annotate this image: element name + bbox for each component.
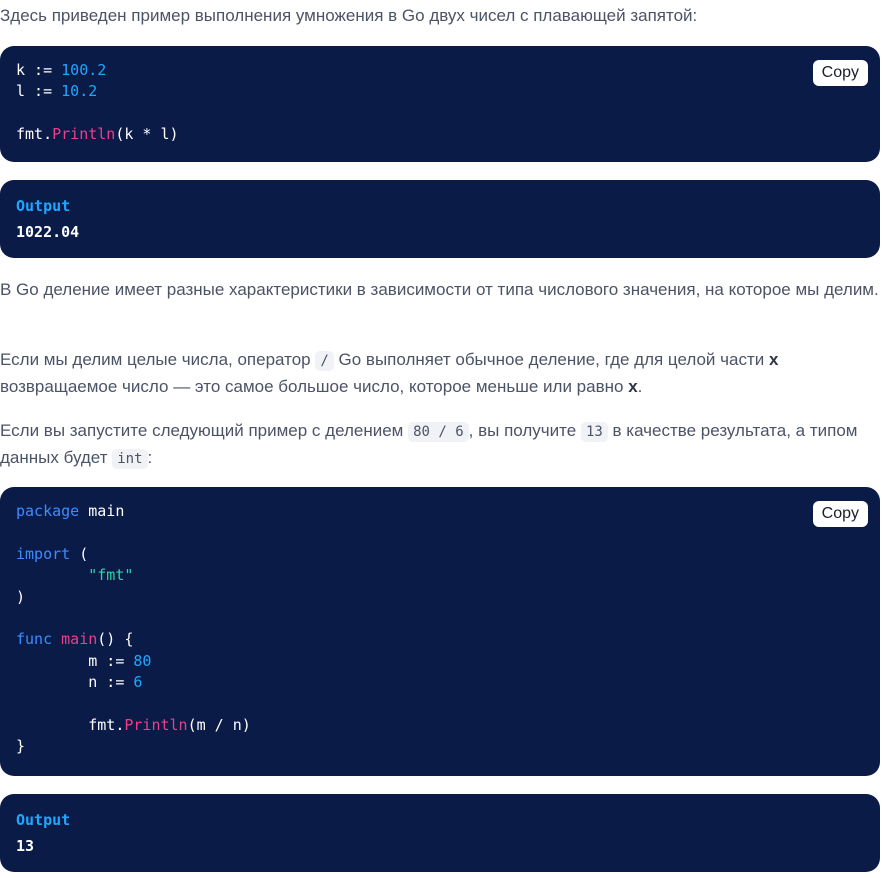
number-literal: 10.2 (61, 82, 98, 101)
call-args: (m / n) (187, 716, 251, 735)
code-block-division: package main import ( "fmt" ) func main(… (0, 487, 880, 776)
bold-text: x (628, 377, 638, 396)
var-l: l (16, 82, 26, 101)
bold-text: x (768, 350, 779, 369)
copy-button[interactable]: Copy (812, 501, 868, 527)
assign-op: := (97, 673, 134, 692)
output-label: Output (16, 811, 71, 829)
integer-division-paragraph: Если мы делим целые числа, оператор / Go… (0, 347, 880, 400)
text-segment: , вы получите (468, 421, 581, 440)
output-block-multiplication: Output 1022.04 (0, 180, 880, 258)
inline-code: 80 / 6 (408, 422, 469, 442)
text-segment: возвращаемое число — это самое большое ч… (0, 377, 629, 396)
package-ref: fmt. (16, 125, 53, 144)
function-name: main (52, 630, 98, 649)
inline-code: / (315, 351, 334, 371)
copy-button[interactable]: Copy (812, 60, 868, 86)
intro-paragraph: Здесь приведен пример выполнения умножен… (0, 6, 698, 25)
assign-op: := (25, 61, 62, 79)
brace: } (16, 737, 26, 756)
assign-op: := (97, 651, 134, 670)
text-segment: Если мы делим целые числа, оператор (0, 350, 316, 369)
keyword: package (16, 502, 80, 520)
division-paragraph: В Go деление имеет разные характеристики… (0, 280, 879, 299)
assign-op: := (25, 82, 62, 101)
var-n: n (88, 673, 98, 692)
text-segment: Если вы запустите следующий пример с дел… (0, 421, 409, 440)
paren: ( (70, 544, 89, 563)
keyword: import (16, 544, 71, 563)
inline-code: 13 (580, 422, 608, 442)
code-block-multiplication: k := 100.2 l := 10.2 fmt.Println(k * l) … (0, 46, 880, 162)
example-paragraph: Если вы запустите следующий пример с дел… (0, 418, 880, 472)
code-content: k := 100.2 l := 10.2 fmt.Println(k * l) (16, 60, 179, 146)
paren: () { (97, 630, 134, 649)
number-literal: 6 (133, 673, 143, 692)
paren: ) (16, 587, 26, 606)
function-name: Println (124, 716, 188, 735)
keyword: func (16, 630, 53, 649)
var-m: m (88, 651, 98, 670)
function-name: Println (52, 125, 116, 144)
output-value: 1022.04 (16, 223, 80, 241)
output-label: Output (16, 197, 71, 215)
text-segment: Go выполняет обычное деление, где для це… (333, 350, 769, 369)
call-args: (k * l) (115, 125, 179, 144)
text-segment: . (637, 377, 643, 396)
inline-code: int (112, 449, 148, 469)
var-k: k (16, 61, 26, 79)
number-literal: 100.2 (61, 61, 107, 79)
number-literal: 80 (133, 651, 152, 670)
text-segment: в качестве результата, а типом данных бу… (0, 421, 858, 467)
string-literal: "fmt" (88, 566, 134, 585)
code-content: package main import ( "fmt" ) func main(… (16, 501, 251, 758)
output-value: 13 (16, 837, 35, 855)
output-block-division: Output 13 (0, 794, 880, 872)
package-ref: fmt. (88, 716, 125, 735)
text-segment: : (147, 448, 153, 467)
package-name: main (79, 502, 125, 520)
